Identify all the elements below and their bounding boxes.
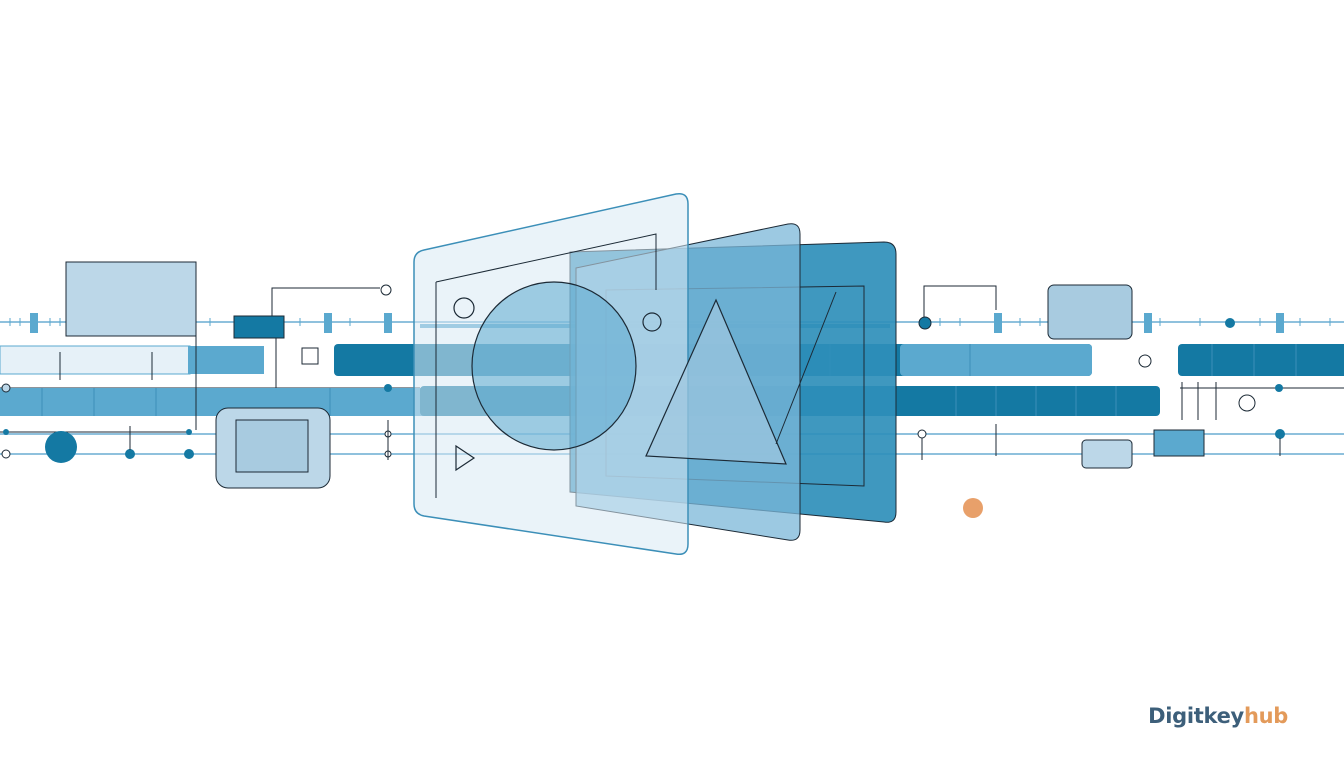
- circle-icon: [642, 312, 662, 332]
- circle-icon: [1238, 394, 1256, 412]
- right-dark-bar: [1178, 344, 1344, 376]
- circle-icon: [471, 281, 637, 451]
- node: [1, 383, 11, 393]
- triangle-icon: [645, 298, 787, 465]
- left-mid-bar: [188, 346, 264, 374]
- connector-line: [923, 285, 997, 322]
- node: [125, 449, 135, 459]
- bar-segments: [1211, 344, 1297, 376]
- left-dark-block: [233, 315, 285, 339]
- connector-line: [271, 287, 380, 316]
- right-mid-box: [1153, 429, 1205, 457]
- right-tick-group: [995, 382, 1217, 456]
- left-long-bar: [0, 388, 430, 416]
- center-mid-bar: [900, 344, 1092, 376]
- circle-icon: [1138, 354, 1152, 368]
- left-panel-box: [65, 261, 197, 337]
- panel-diagonal: [775, 291, 837, 445]
- brand-logo: Digitkeyhub: [1148, 704, 1288, 728]
- node: [1, 449, 11, 459]
- node: [918, 316, 932, 330]
- node: [1275, 384, 1283, 392]
- accent-dot: [963, 498, 983, 518]
- right-box: [1047, 284, 1133, 340]
- square-icon: [301, 347, 319, 365]
- node: [3, 429, 9, 435]
- brand-logo-part2: hub: [1243, 704, 1288, 728]
- brand-logo-part1: Digitkey: [1148, 704, 1244, 728]
- right-small-box: [1081, 439, 1133, 469]
- node: [1225, 318, 1235, 328]
- node: [384, 384, 392, 392]
- panel-front-inner: [435, 233, 657, 498]
- node: [917, 429, 927, 439]
- node-large: [45, 431, 77, 463]
- left-pale-bar: [0, 345, 191, 375]
- node: [1275, 429, 1285, 439]
- bar-segments: [41, 388, 331, 416]
- circle-icon: [380, 284, 392, 296]
- node: [186, 429, 192, 435]
- left-inner-box: [235, 419, 309, 473]
- node: [184, 449, 194, 459]
- circle-icon: [453, 297, 475, 319]
- play-triangle-icon: [455, 444, 476, 472]
